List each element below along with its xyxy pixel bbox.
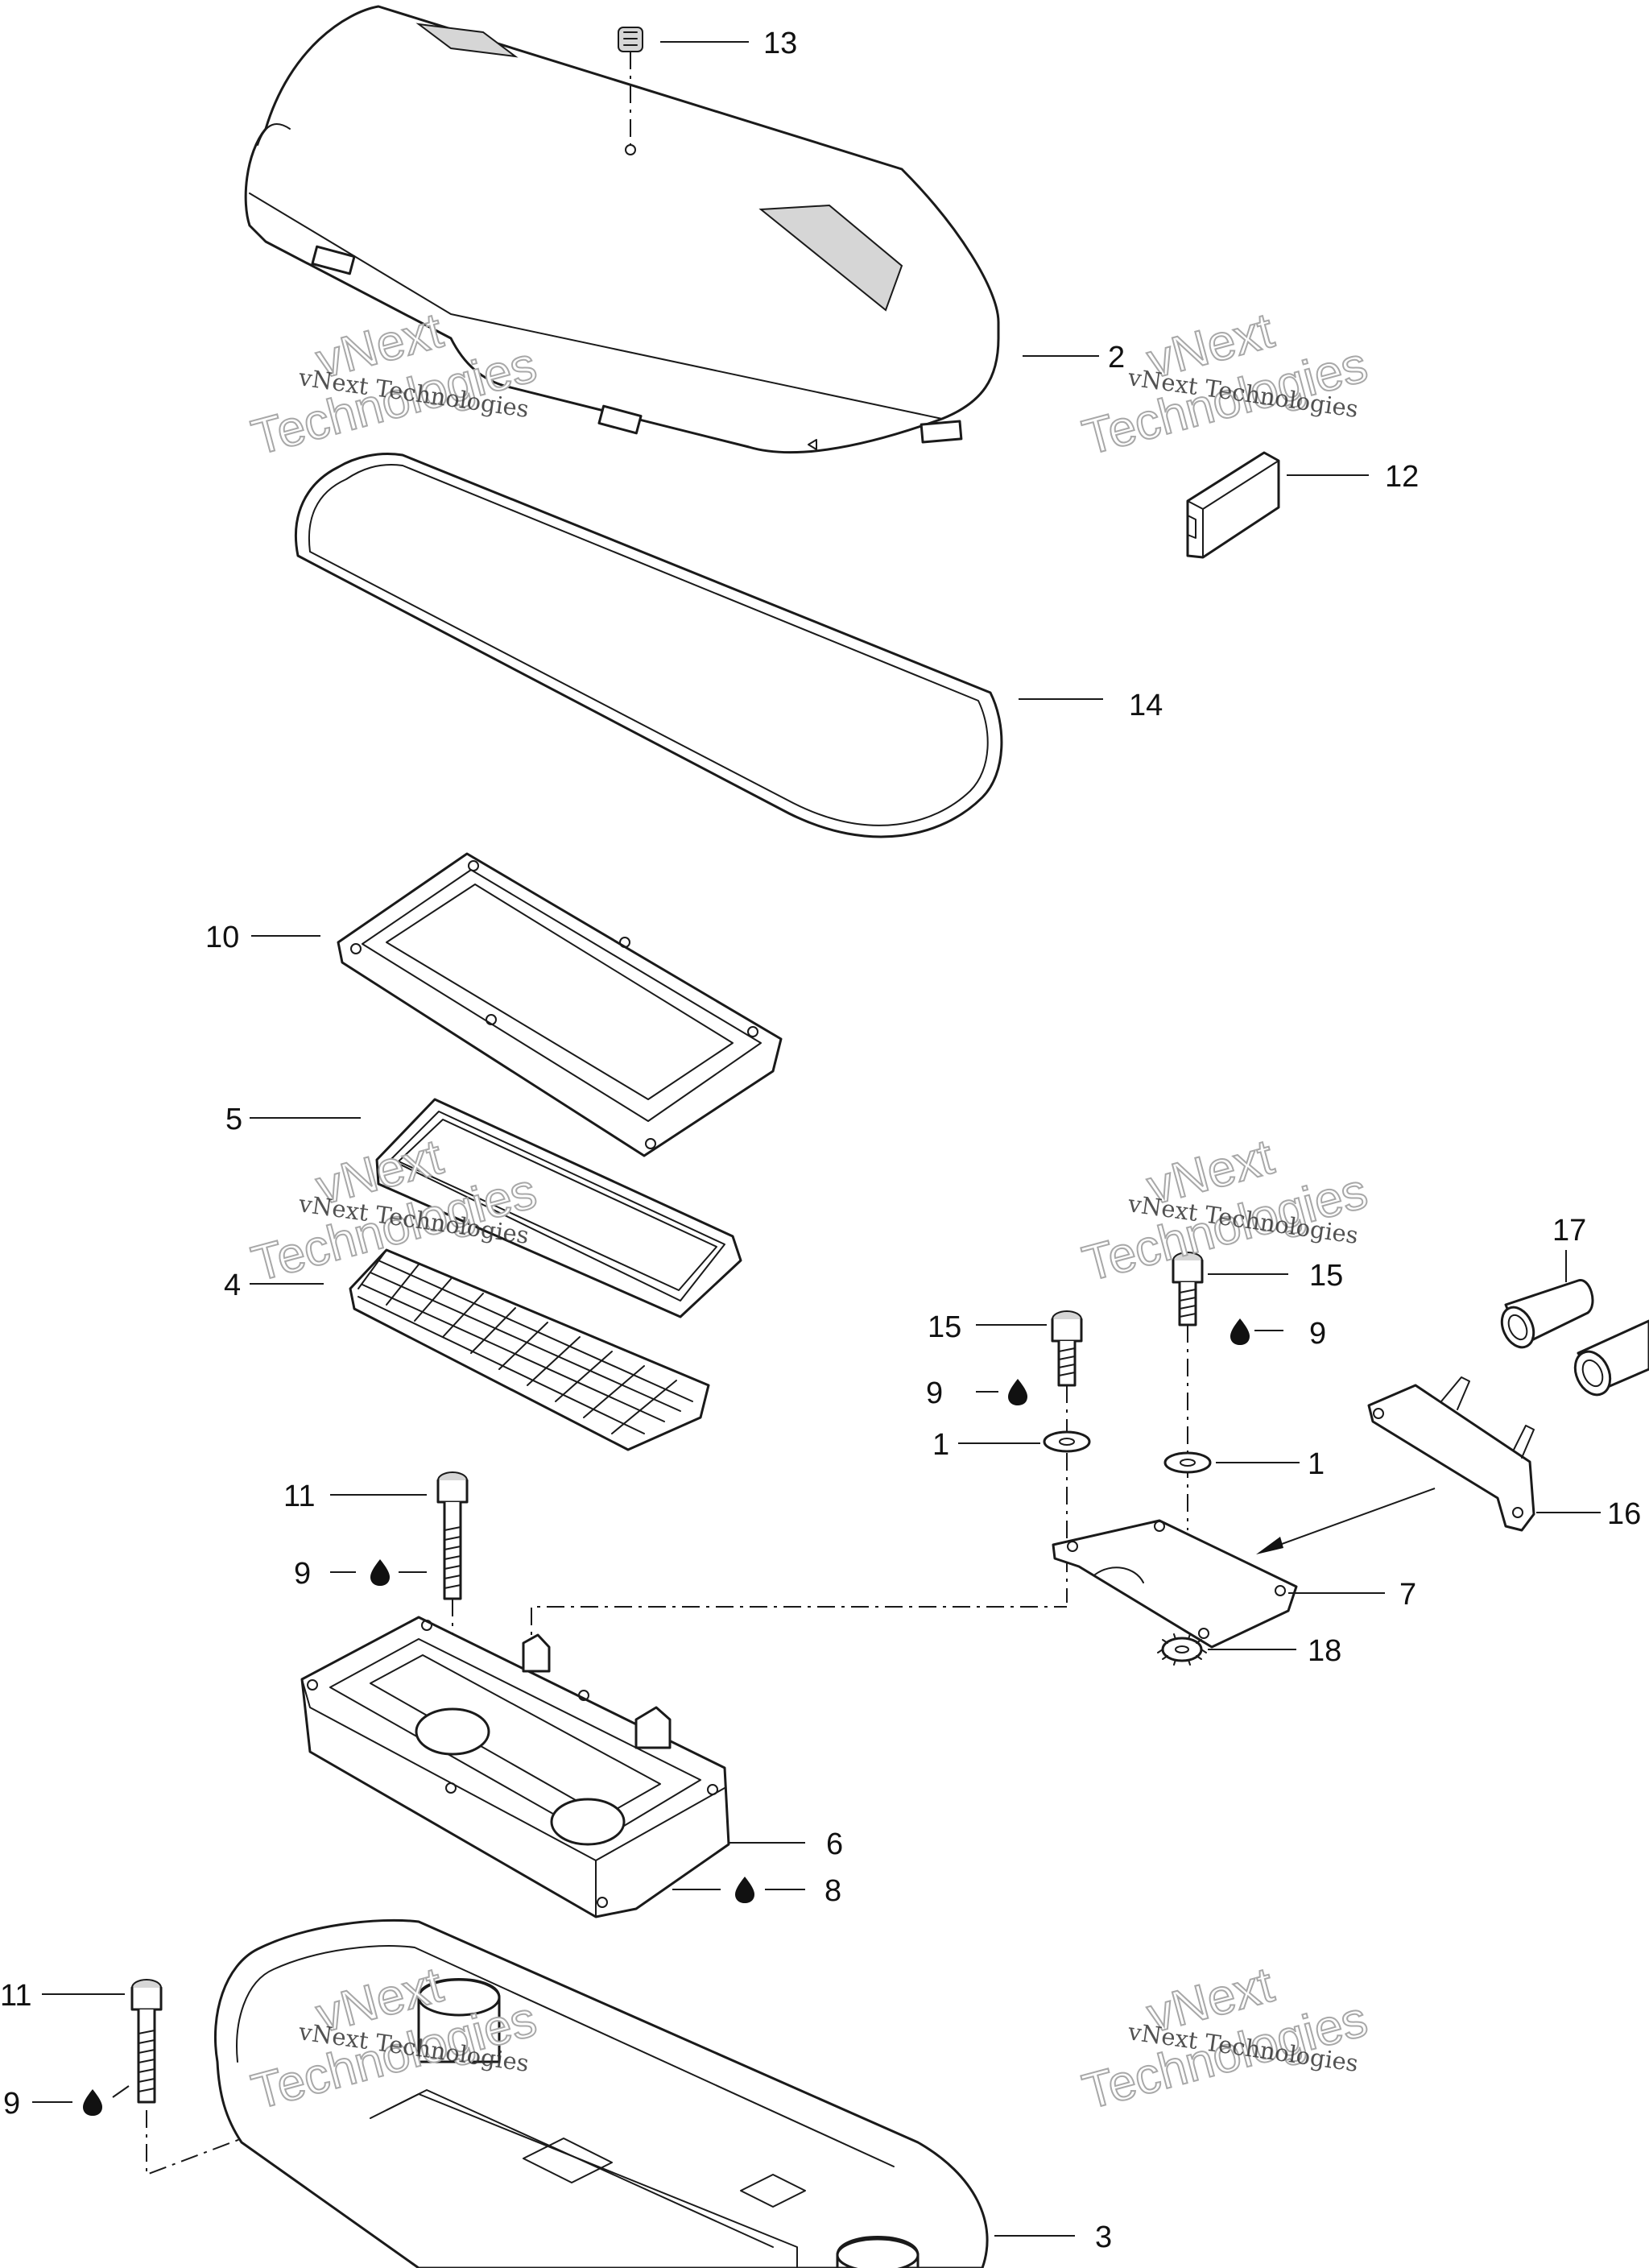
part-bracket-plate — [1052, 1488, 1436, 1649]
callout-16: 16 — [1607, 1497, 1641, 1531]
callout-1-right: 1 — [1308, 1447, 1325, 1481]
callout-18: 18 — [1308, 1634, 1341, 1668]
part-clip — [1186, 451, 1280, 559]
watermark-bottom-right: vNext Technologies vNext Technologies — [1077, 1956, 1374, 2121]
part-seal-ring — [294, 452, 1003, 838]
part-housing-box — [300, 1616, 730, 1918]
part-washer-right — [1163, 1451, 1212, 1474]
part-cover — [244, 5, 1000, 454]
callout-9-lower: 9 — [3, 2087, 20, 2121]
callout-1-left: 1 — [932, 1428, 949, 1462]
part-wire-bracket — [1367, 1376, 1535, 1532]
callout-6: 6 — [826, 1827, 843, 1861]
callout-3: 3 — [1095, 2220, 1112, 2254]
oil-drop-icon — [735, 1877, 754, 1903]
part-lock-washer — [1157, 1633, 1207, 1666]
part-gasket-plate — [337, 852, 783, 1157]
oil-drop-icon — [1008, 1379, 1027, 1405]
oil-drop-icons — [83, 1318, 1250, 2116]
part-frame — [375, 1098, 742, 1318]
part-washer-left — [1043, 1430, 1091, 1453]
callout-12: 12 — [1385, 460, 1419, 494]
callout-15-right: 15 — [1309, 1259, 1343, 1293]
callout-7: 7 — [1399, 1578, 1416, 1612]
callout-11-upper: 11 — [283, 1480, 315, 1513]
callout-15-left: 15 — [928, 1310, 961, 1344]
callout-10: 10 — [205, 921, 239, 954]
leader-lines — [32, 41, 1601, 2237]
watermark-top-right: vNext Technologies vNext Technologies — [1077, 302, 1374, 467]
callout-17: 17 — [1552, 1214, 1586, 1248]
part-caps — [1500, 1279, 1649, 1397]
callout-8: 8 — [824, 1874, 841, 1908]
part-filter-mesh — [349, 1248, 710, 1451]
callout-9-right: 9 — [1309, 1317, 1326, 1351]
callout-11-lower: 11 — [0, 1979, 31, 2013]
callout-labels: 13 2 12 14 10 5 4 17 15 15 9 9 1 1 16 11… — [0, 27, 1641, 2254]
oil-drop-icon — [1230, 1318, 1250, 1345]
callout-14: 14 — [1129, 689, 1163, 722]
part-silencer-base — [213, 1918, 989, 2268]
part-screw-right — [1172, 1252, 1204, 1530]
callout-13: 13 — [763, 27, 797, 60]
oil-drop-icon — [83, 2089, 102, 2116]
callout-9-left: 9 — [926, 1376, 943, 1410]
part-screw-left — [1051, 1310, 1083, 1603]
callout-4: 4 — [224, 1269, 241, 1302]
callout-5: 5 — [225, 1103, 242, 1136]
oil-drop-icon — [370, 1559, 390, 1586]
callout-2: 2 — [1108, 341, 1125, 375]
part-grommet — [618, 27, 643, 155]
part-long-screw-lower — [130, 1979, 339, 2176]
callout-9-middle: 9 — [294, 1557, 311, 1591]
